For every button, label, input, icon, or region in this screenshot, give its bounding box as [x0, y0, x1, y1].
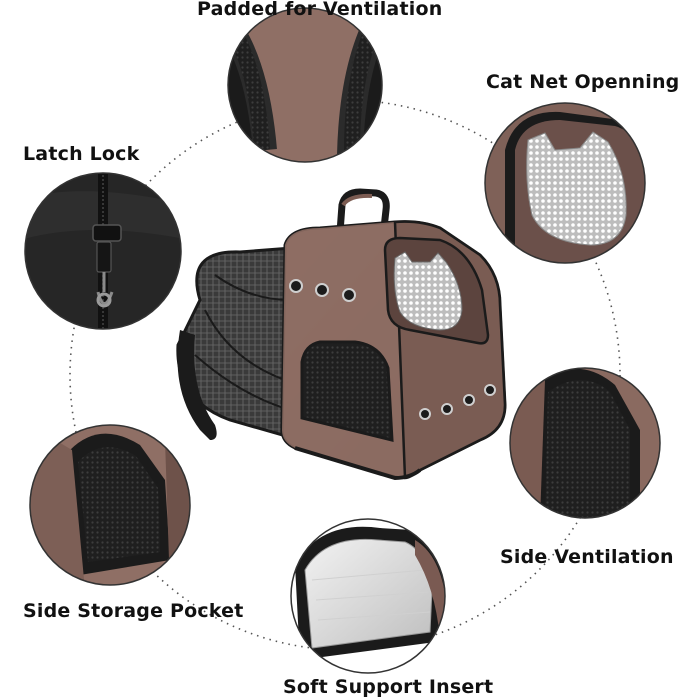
insert-pad-closeup — [291, 519, 445, 673]
label-padded-for-ventilation: Padded for Ventilation — [197, 0, 443, 20]
cat-window-closeup — [485, 103, 645, 263]
pocket-closeup — [30, 425, 190, 585]
label-side-storage-pocket: Side Storage Pocket — [23, 600, 244, 622]
backpack-carrier — [176, 188, 507, 481]
label-soft-support-insert: Soft Support Insert — [283, 676, 494, 698]
side-mesh-closeup — [510, 368, 660, 518]
label-side-ventilation: Side Ventilation — [500, 546, 674, 568]
dotted-ring — [69, 99, 621, 651]
label-cat-net-opening: Cat Net Openning — [486, 71, 680, 93]
label-latch-lock: Latch Lock — [23, 143, 140, 165]
shoulder-strap-closeup — [228, 8, 382, 162]
zipper-latch-closeup — [25, 173, 181, 329]
